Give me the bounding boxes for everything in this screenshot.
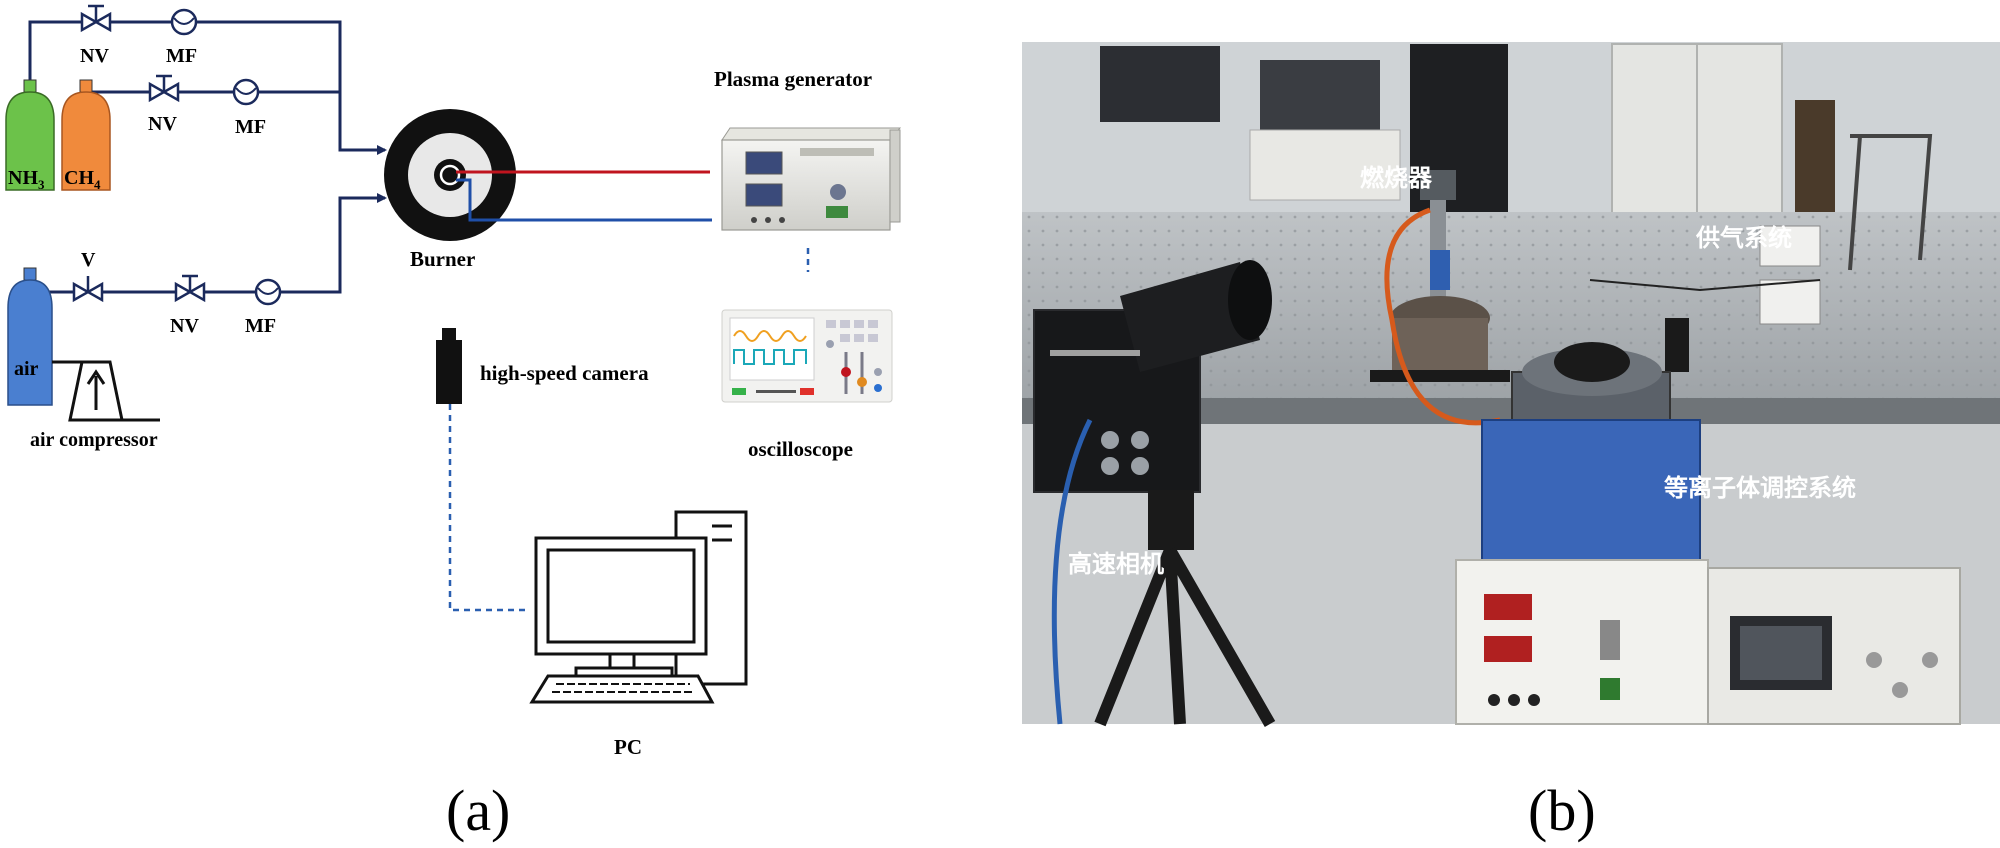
label-nh3: NH3: [8, 167, 45, 192]
label-high-speed-camera: high-speed camera: [480, 361, 649, 385]
air-compressor: [52, 360, 160, 422]
plasma-ground-line-blue: [456, 178, 712, 222]
photo-label-plasma-control: 等离子体调控系统: [1664, 474, 1856, 502]
photo-oscilloscope: [1707, 567, 1961, 725]
caption-b: (b): [1528, 778, 1596, 843]
label-nv-air: NV: [170, 315, 199, 337]
label-mf-mid: MF: [235, 116, 266, 138]
label-ch4: CH4: [64, 167, 101, 192]
oscilloscope: [721, 309, 893, 403]
ch4-line: [84, 90, 340, 94]
photo-panel: 燃烧器 供气系统 等离子体调控系统 高速相机 (b): [1022, 42, 2000, 843]
air-cylinder: [7, 267, 53, 406]
to-burner-top: [338, 92, 387, 155]
ch4-cylinder: [61, 79, 111, 191]
valve-nv-air: [174, 274, 206, 303]
label-mf-air: MF: [245, 315, 276, 337]
photo-plasma-generator: [1455, 419, 1709, 725]
label-air-compressor: air compressor: [30, 429, 158, 451]
caption-a: (a): [446, 778, 510, 843]
label-pc: PC: [614, 735, 642, 759]
label-mf-top: MF: [166, 45, 197, 67]
photo-label-gas-supply: 供气系统: [1695, 224, 1792, 252]
camera-to-pc-link: [448, 404, 530, 612]
valve-v-air: [72, 276, 104, 303]
valve-nv-top: [80, 4, 112, 33]
photo-label-high-speed-camera: 高速相机: [1068, 550, 1164, 578]
label-oscilloscope: oscilloscope: [748, 437, 853, 461]
label-plasma-generator: Plasma generator: [714, 67, 872, 91]
mf-meter-mid: [232, 78, 260, 106]
photo-label-burner: 燃烧器: [1360, 164, 1433, 192]
label-nv-top: NV: [80, 45, 109, 67]
high-speed-camera-icon: [436, 328, 462, 404]
valve-nv-mid: [148, 74, 180, 103]
photo-gas-supply: [1589, 134, 1933, 372]
mf-meter-top: [170, 8, 198, 36]
label-v-air: V: [81, 249, 96, 271]
label-burner: Burner: [410, 247, 475, 271]
nh3-cylinder: [5, 79, 55, 191]
mf-meter-air: [254, 278, 282, 306]
photo-burner: [1370, 170, 1510, 426]
photo-high-speed-camera: [1033, 260, 1276, 727]
plasma-generator: [721, 127, 902, 231]
schematic-panel: NV MF NV MF V NV MF NH3 CH4 air air comp…: [5, 4, 902, 843]
label-air: air: [14, 358, 39, 380]
label-nv-mid: NV: [148, 113, 177, 135]
pc-computer: [529, 510, 748, 704]
air-line: [28, 193, 387, 294]
